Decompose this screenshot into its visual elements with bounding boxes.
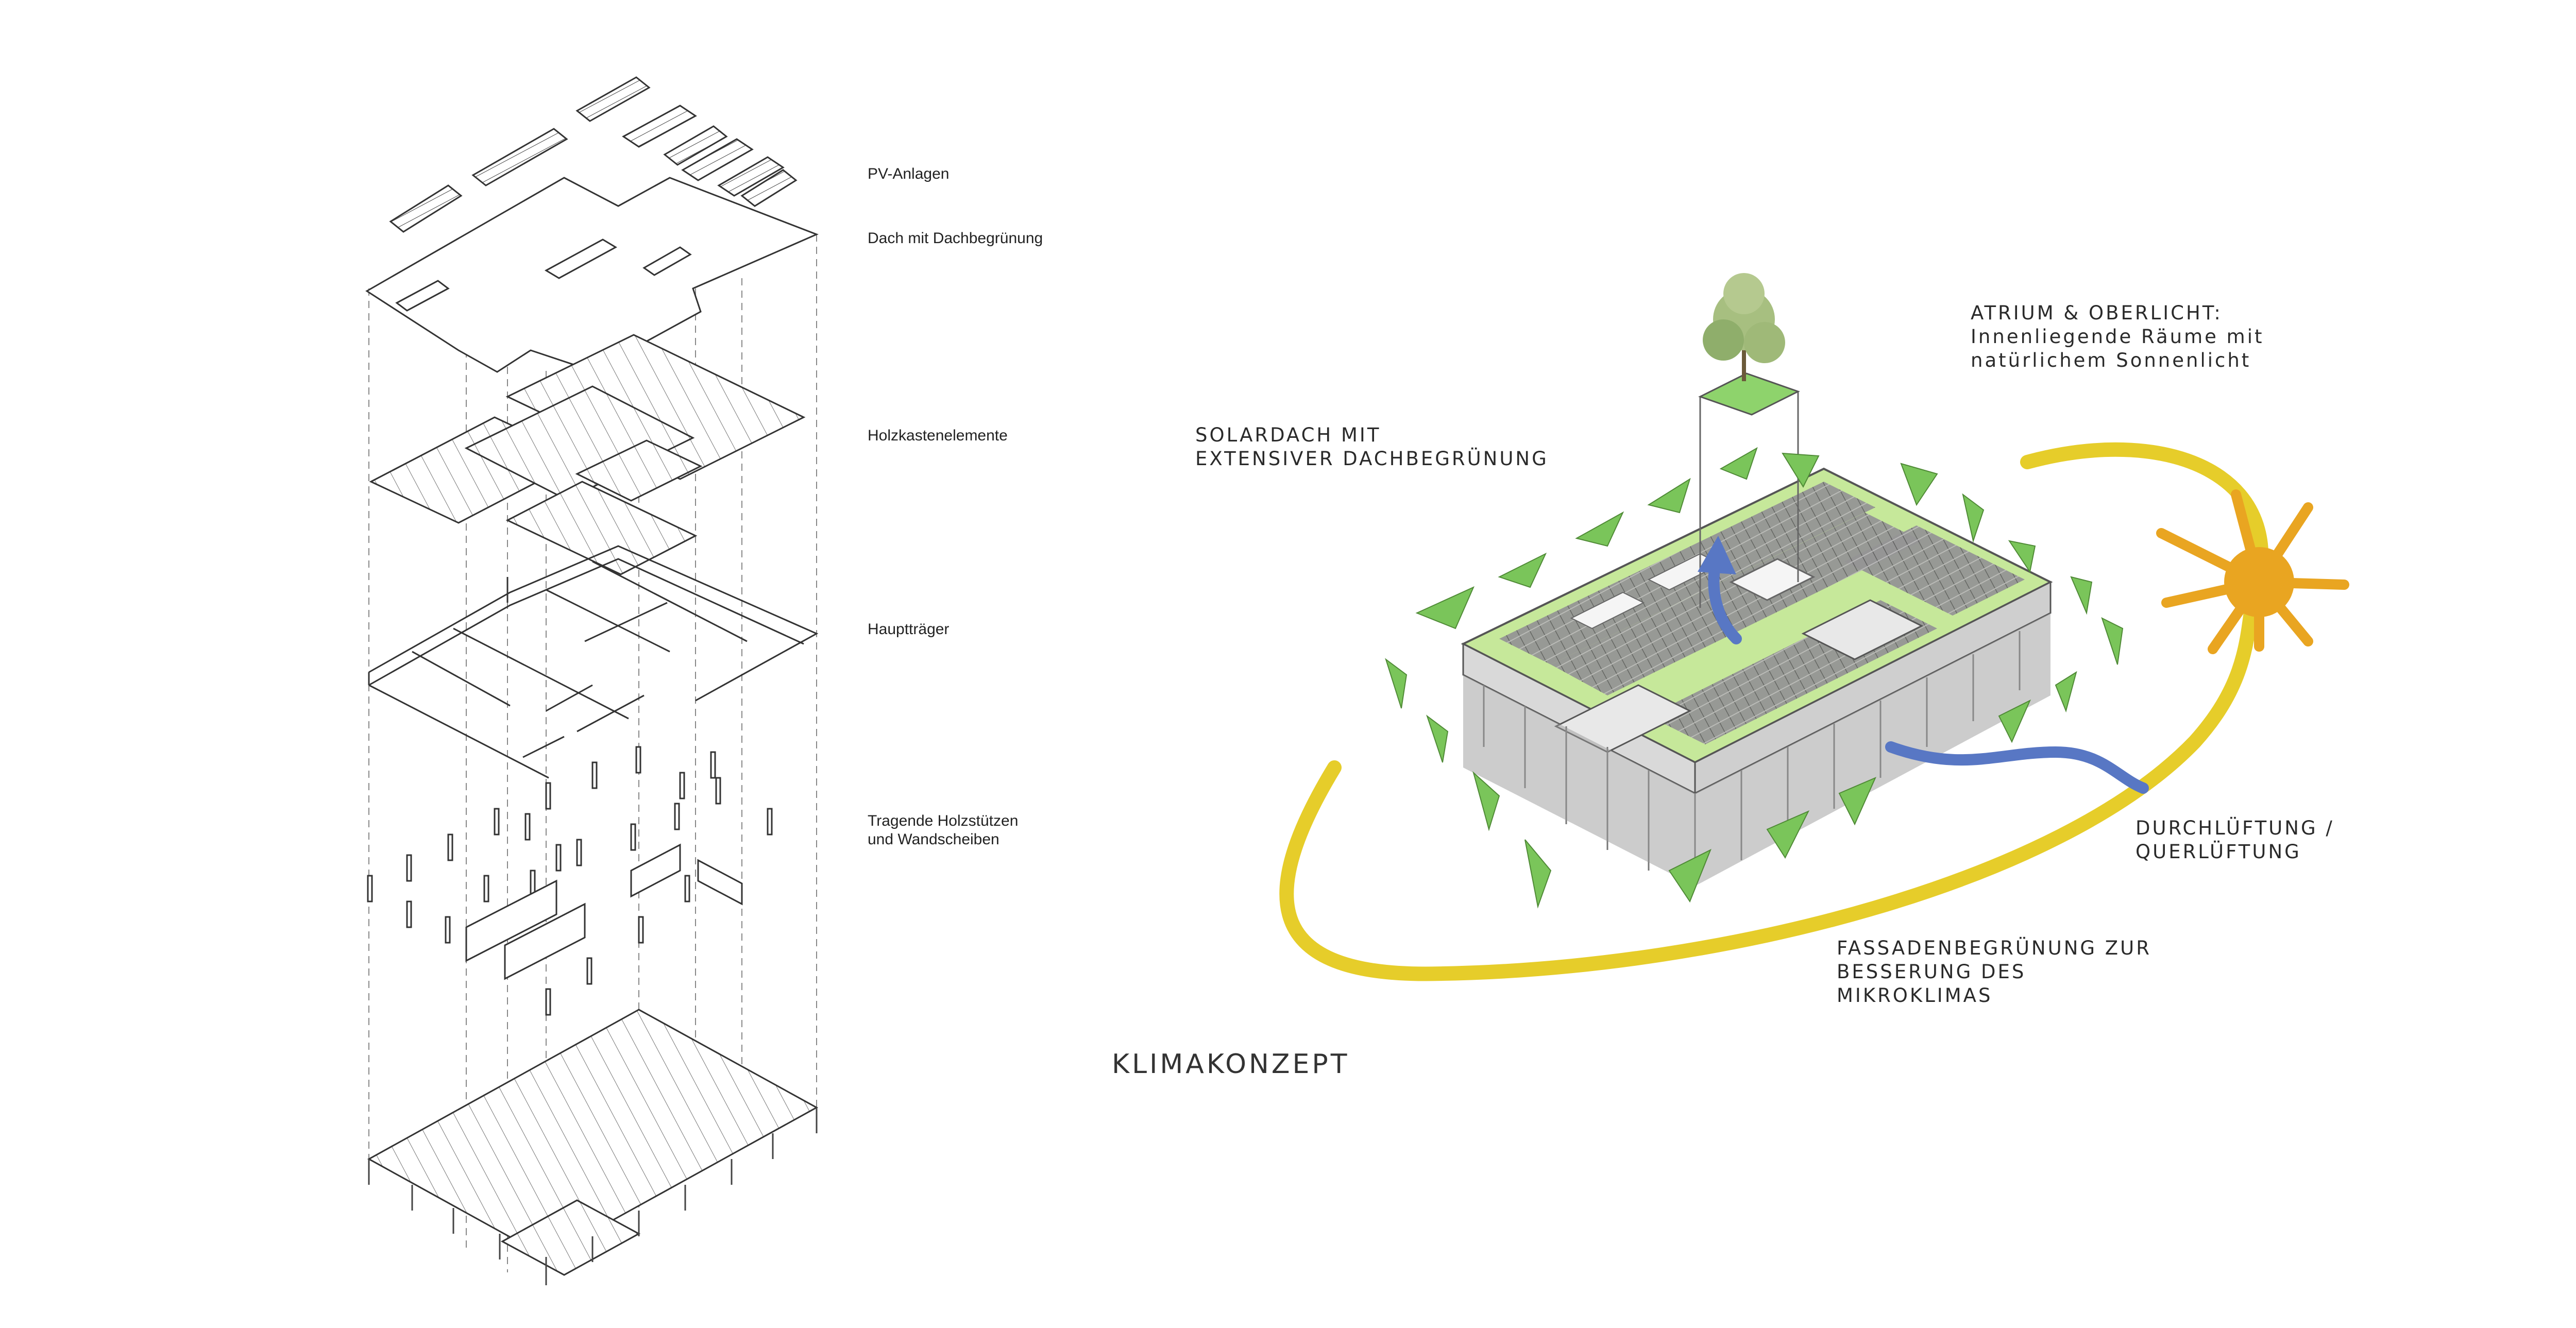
building-roof (1461, 467, 2053, 795)
airflow-arrowhead (1698, 536, 1736, 574)
sun-icon (2156, 489, 2349, 654)
sun-path-front (1279, 601, 2259, 981)
roof-slab (365, 177, 819, 373)
page-title: KLIMAKONZEPT (1112, 1049, 1350, 1080)
main-beams (368, 545, 819, 779)
columns-and-walls (367, 746, 773, 1016)
label-solar-roof: SOLARDACH MIT EXTENSIVER DACHBEGRÜNUNG (1195, 424, 1549, 470)
skylight-with-tree (1698, 273, 1800, 608)
label-ventilation: DURCHLÜFTUNG / QUERLÜFTUNG (2136, 817, 2334, 863)
building-ground-floor (1463, 613, 2050, 886)
airflow-cross-arrow (1885, 741, 2149, 794)
label-columns-walls: Tragende Holzstützen und Wandscheiben (868, 812, 1019, 848)
box-elements (369, 334, 806, 575)
label-facade-greenery: FASSADENBEGRÜNUNG ZUR BESSERUNG DES MIKR… (1837, 937, 2151, 1007)
label-pv-anlagen: PV-Anlagen (868, 165, 950, 182)
label-roof: Dach mit Dachbegrünung (868, 230, 1043, 247)
exploded-axonometry (365, 76, 819, 1285)
label-atrium: ATRIUM & OBERLICHT: Innenliegende Räume … (1971, 302, 2264, 371)
facade-greenery (1385, 447, 2124, 909)
label-main-beams: Hauptträger (868, 621, 950, 638)
climate-concept-illustration (1279, 273, 2349, 981)
label-box-elements: Holzkastenelemente (868, 427, 1008, 444)
ground-floor-structure (367, 1009, 819, 1285)
